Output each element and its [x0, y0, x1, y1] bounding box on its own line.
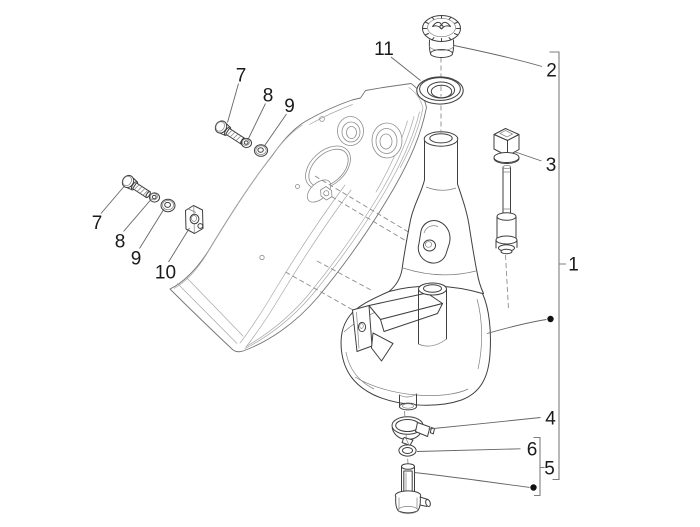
callout-10: 10 — [155, 263, 176, 284]
cap-emblem — [432, 21, 451, 30]
tank-upper-body — [388, 140, 484, 294]
leader-6 — [416, 448, 521, 452]
seal-ring — [398, 444, 417, 457]
callout-5: 5 — [544, 459, 555, 480]
outlet-valve — [394, 463, 431, 514]
oil-tank — [340, 131, 491, 411]
sensor-axis-dashed — [505, 254, 509, 310]
callout-11: 11 — [374, 39, 394, 60]
frame-small-hole-top — [319, 116, 325, 122]
frame-small-hole-mid — [295, 184, 300, 189]
alignment-dashed-lines — [285, 175, 422, 313]
leader-8-upper — [247, 103, 266, 140]
oil-level-sensor — [493, 128, 520, 255]
callout-1: 1 — [568, 255, 579, 276]
callout-2: 2 — [546, 61, 557, 82]
leader-3 — [513, 151, 542, 162]
screw-lower — [121, 174, 151, 199]
clip-nut — [185, 205, 204, 234]
lower-mount-axis-2 — [285, 271, 358, 313]
filler-gasket — [416, 76, 464, 105]
spring-washer-upper — [241, 137, 252, 149]
upper-mount-axis-2 — [331, 196, 421, 250]
leader-lines — [100, 45, 554, 491]
callout-7-upper: 7 — [236, 66, 247, 87]
leader-7-lower — [100, 186, 125, 214]
tank-outlet-stub — [399, 393, 417, 411]
leader-4 — [428, 417, 541, 430]
leader-5-bullet — [530, 484, 537, 491]
callout-9-lower: 9 — [131, 249, 142, 270]
flat-washer-lower — [160, 198, 176, 213]
lower-mount-axis-1 — [316, 260, 372, 291]
leader-11 — [390, 56, 421, 81]
tank-port-cylinder — [418, 282, 447, 347]
hose-clamp — [391, 416, 435, 446]
filler-cap — [422, 15, 461, 58]
leader-2 — [453, 45, 543, 67]
upper-mount-axis-1 — [314, 175, 422, 240]
callout-7-lower: 7 — [92, 213, 103, 234]
spring-washer-lower — [149, 192, 160, 203]
frame-panel — [169, 83, 427, 353]
bracket-item-5 — [533, 436, 545, 497]
leader-7-upper — [227, 83, 239, 123]
tank-mount-tab — [417, 220, 451, 264]
callout-8-lower: 8 — [115, 232, 126, 253]
callout-6: 6 — [527, 440, 538, 461]
flat-washer-upper — [253, 144, 269, 157]
tank-front-bracket — [352, 292, 443, 362]
callout-8-upper: 8 — [263, 86, 274, 107]
leader-8-lower — [123, 199, 152, 232]
bracket-item-1 — [549, 51, 566, 481]
frame-small-hole-low — [259, 254, 265, 261]
leader-10 — [168, 227, 190, 263]
callout-labels: 11 2 3 1 4 6 5 7 8 9 7 8 9 10 — [92, 39, 579, 480]
leader-9-lower — [139, 208, 165, 249]
callout-4: 4 — [545, 409, 556, 430]
leader-1-bullet — [547, 315, 554, 323]
leader-9-upper — [263, 113, 287, 147]
callout-9-upper: 9 — [284, 96, 295, 117]
leader-1-bullet-line — [486, 319, 547, 334]
callout-3: 3 — [546, 155, 557, 176]
leader-5-bullet-line — [414, 472, 530, 488]
